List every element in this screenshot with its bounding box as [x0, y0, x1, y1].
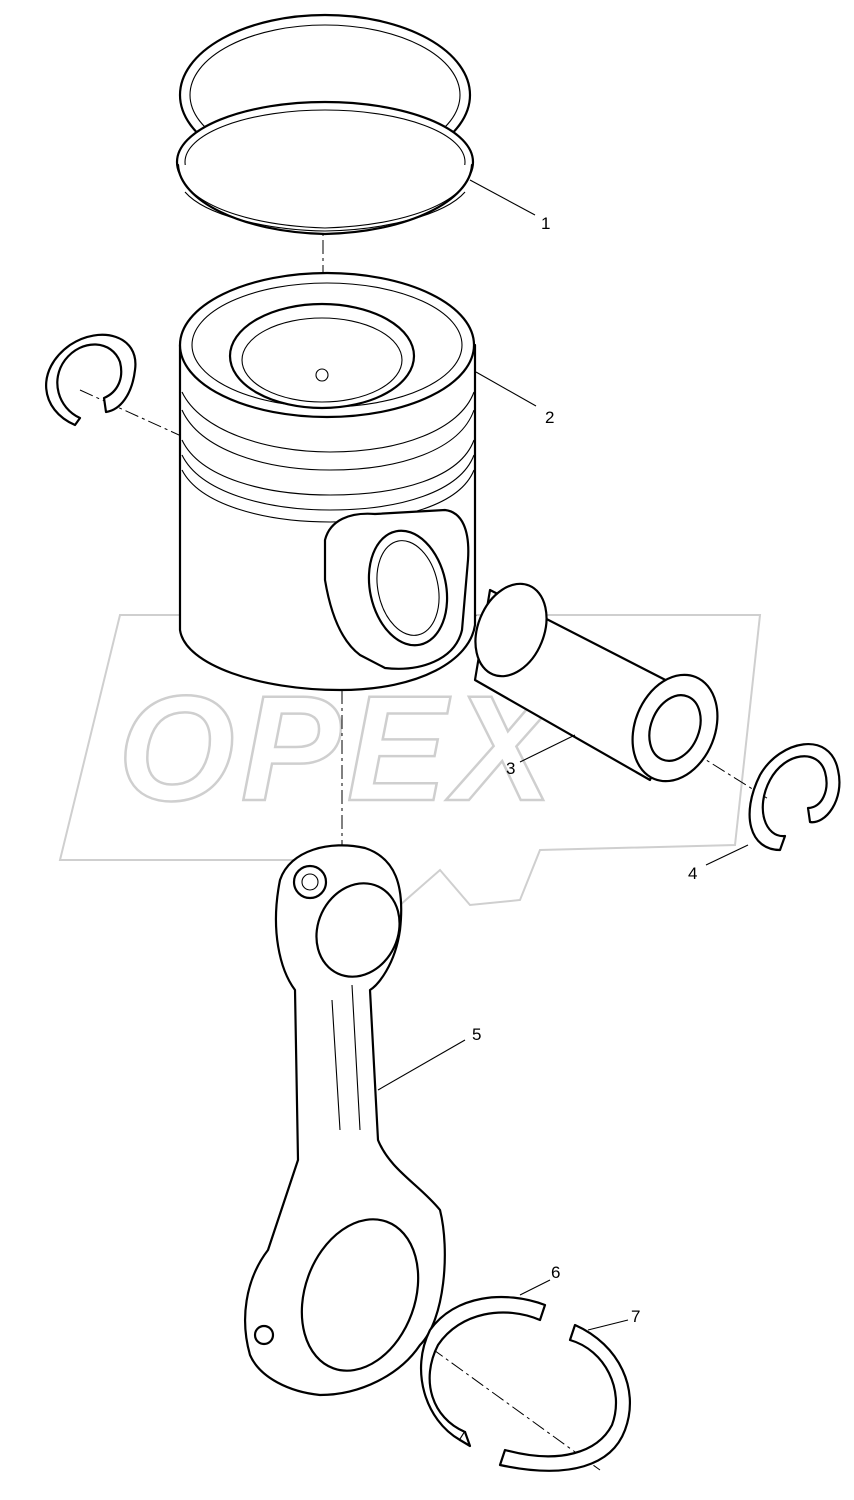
- snap-ring-left: [45, 333, 137, 427]
- piston: [178, 271, 477, 692]
- bearing-shell-upper: [420, 1295, 547, 1448]
- snap-ring-right: [748, 743, 841, 852]
- connecting-rod: [244, 844, 446, 1397]
- callout-5: 5: [472, 1025, 481, 1044]
- callout-3: 3: [506, 759, 515, 778]
- watermark-logo: OPEX: [58, 614, 762, 907]
- callout-6: 6: [551, 1263, 560, 1282]
- callout-1: 1: [541, 214, 550, 233]
- leader-lines: [377, 179, 749, 1331]
- callout-7: 7: [631, 1307, 640, 1326]
- bearing-shell-lower: [498, 1323, 631, 1472]
- watermark-text: OPEX: [118, 664, 561, 832]
- piston-pin: [473, 582, 719, 783]
- callout-labels: 1 2 3 4 5 6 7: [472, 214, 697, 1326]
- callout-2: 2: [545, 408, 554, 427]
- callout-4: 4: [688, 864, 697, 883]
- piston-ring-set: [175, 13, 475, 236]
